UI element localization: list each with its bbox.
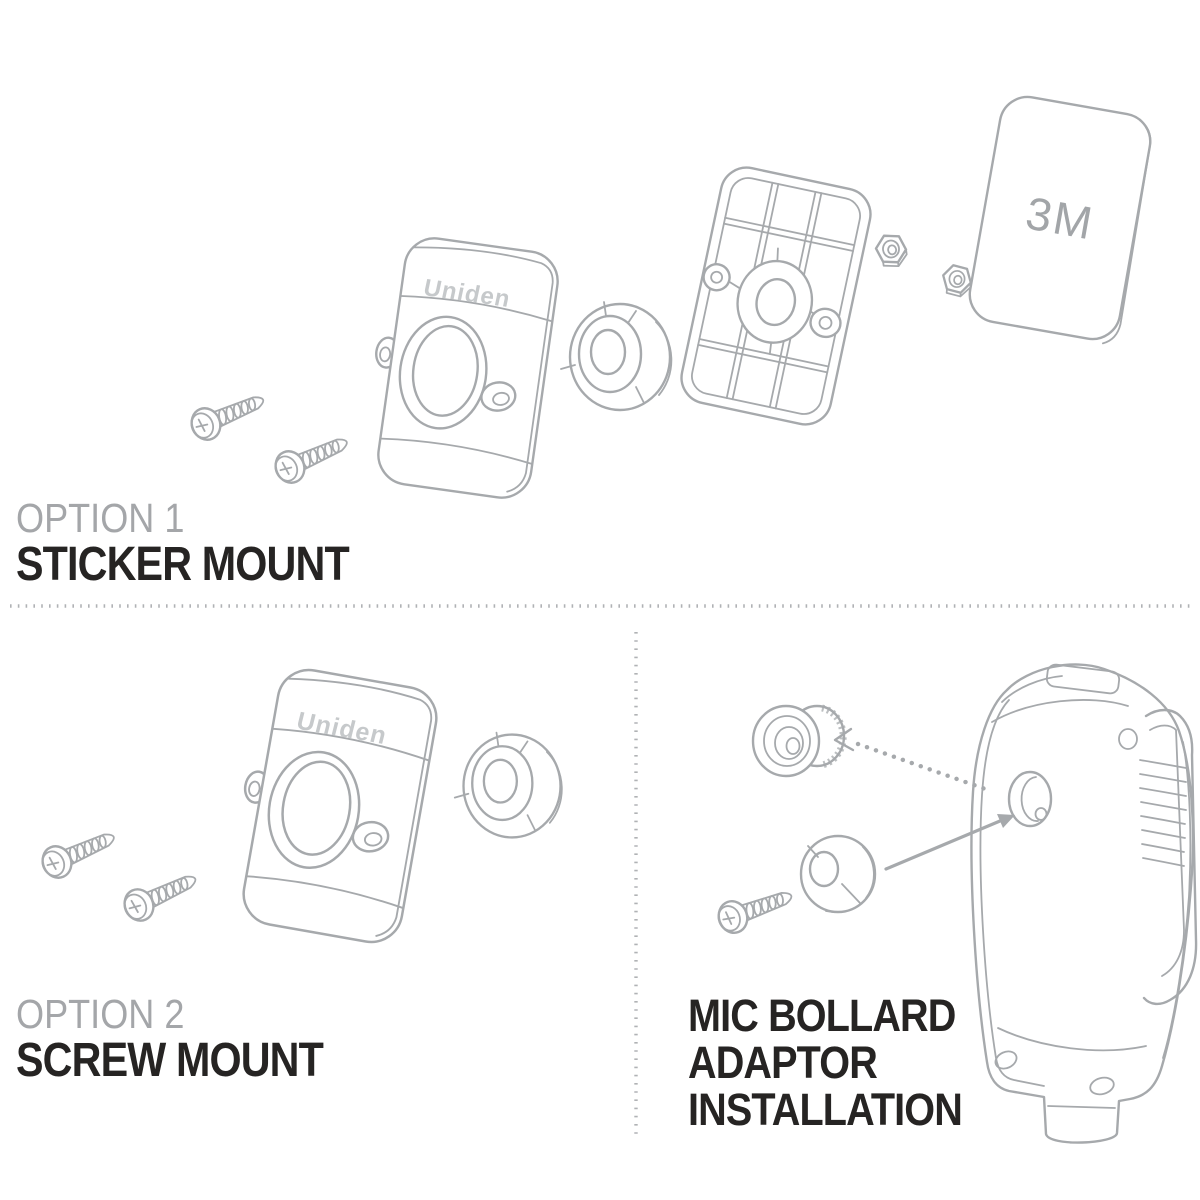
washer-adaptor-icon xyxy=(799,834,877,914)
mic-install-title-line2: ADAPTOR xyxy=(688,1037,878,1088)
uniden-mount-bracket-icon xyxy=(221,660,443,949)
option2-eyebrow: OPTION 2 xyxy=(16,991,185,1037)
mounting-screw-icon xyxy=(269,425,355,489)
mounting-screw-icon xyxy=(185,383,271,446)
mic-install-title-line1: MIC BOLLARD xyxy=(688,990,956,1041)
dotted-arrow xyxy=(833,727,991,793)
lattice-backing-plate-icon xyxy=(680,166,872,426)
mounting-screw-icon xyxy=(712,879,798,939)
option1-exploded-view: 3M xyxy=(185,95,1152,503)
mounting-screw-icon xyxy=(117,863,204,927)
sticker-brand-label: 3M xyxy=(1022,186,1098,249)
solid-arrow xyxy=(884,814,1015,871)
mic-install-title-block: MIC BOLLARD ADAPTOR INSTALLATION xyxy=(688,992,999,1133)
rubber-grommet-icon xyxy=(453,731,564,839)
option2-label-block: OPTION 2 SCREW MOUNT xyxy=(16,994,373,1085)
hex-nut-icon xyxy=(873,231,910,271)
hex-nut-icon xyxy=(940,263,974,299)
bollard-knob-icon xyxy=(751,704,847,778)
adhesive-pad-3m-icon: 3M xyxy=(968,95,1152,345)
rubber-grommet-icon xyxy=(559,300,673,412)
speaker-mic-icon xyxy=(970,663,1198,1144)
mic-install-title-line3: INSTALLATION xyxy=(688,1084,963,1135)
mic-install-view xyxy=(712,663,1198,1144)
option2-exploded-view xyxy=(36,660,564,949)
mounting-screw-icon xyxy=(36,820,122,884)
option1-label-block: OPTION 1 STICKER MOUNT xyxy=(16,498,403,589)
option1-eyebrow: OPTION 1 xyxy=(16,495,185,541)
option1-title: STICKER MOUNT xyxy=(16,538,350,591)
uniden-mount-bracket-icon xyxy=(357,231,563,503)
option2-title: SCREW MOUNT xyxy=(16,1034,324,1087)
